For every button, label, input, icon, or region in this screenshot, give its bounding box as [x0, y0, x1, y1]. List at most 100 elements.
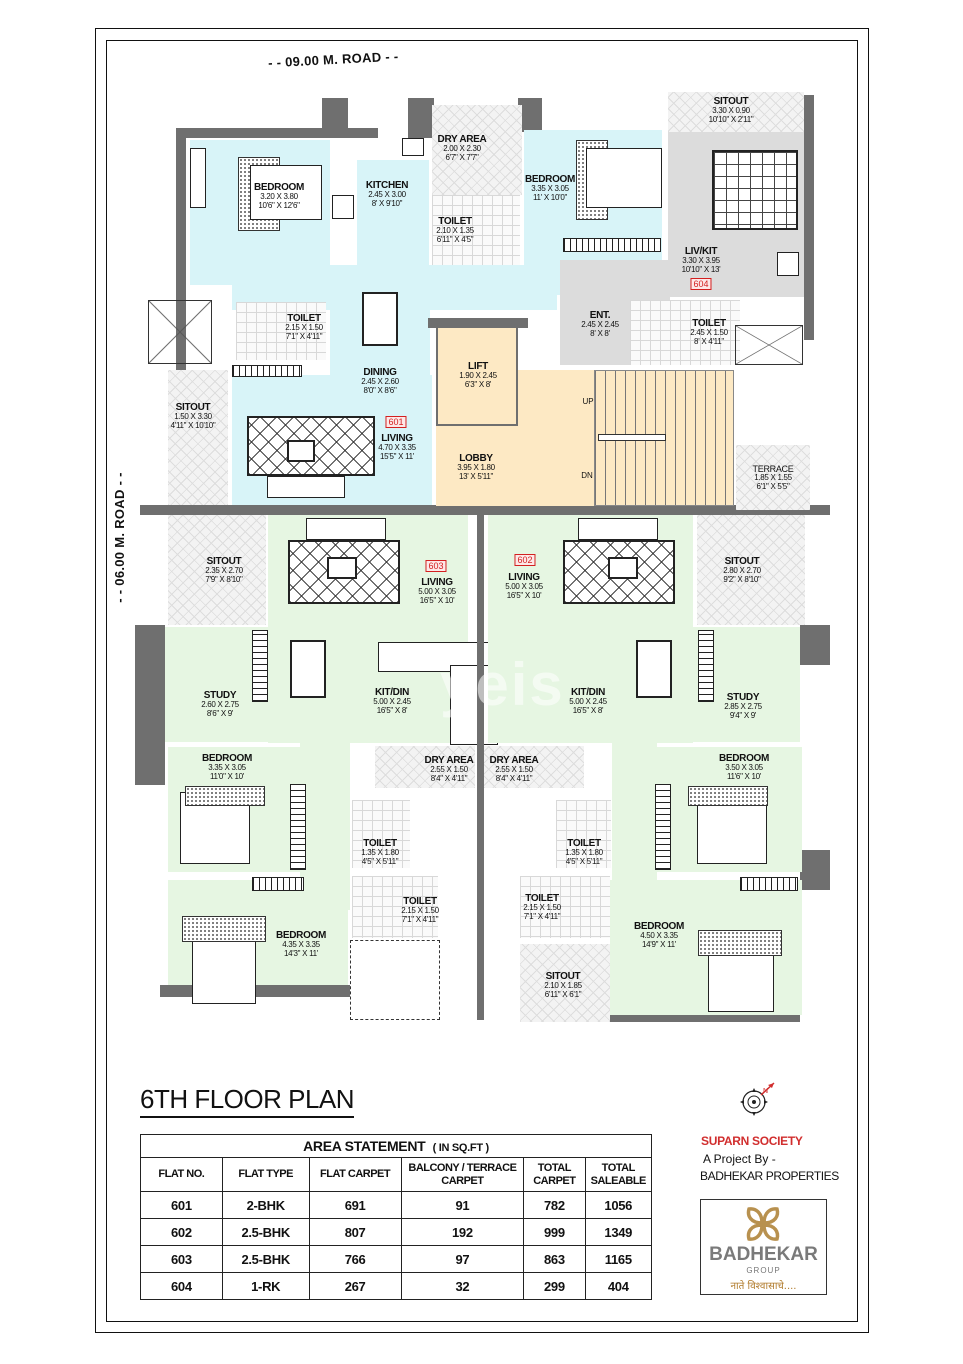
flat-tag-603: 603	[425, 560, 447, 572]
dining-table	[362, 292, 398, 346]
wall	[804, 95, 814, 340]
wall	[518, 98, 542, 132]
bed-headboard	[182, 916, 266, 942]
svg-text:N: N	[763, 1088, 768, 1095]
flat-602-toilet-2	[520, 876, 610, 938]
flat-603-sitout	[168, 515, 266, 625]
living-rug	[563, 540, 675, 604]
dining-table	[636, 640, 672, 698]
col-flat-no: FLAT NO.	[140, 1157, 223, 1192]
wall	[428, 318, 528, 328]
bed-headboard	[688, 786, 768, 806]
dining-table	[290, 640, 326, 698]
living-rug	[712, 150, 798, 230]
wardrobe	[232, 365, 302, 377]
wardrobe	[698, 630, 714, 702]
bed	[250, 165, 322, 220]
flat-602-toilet-1	[556, 800, 611, 868]
lobby-upper	[518, 370, 594, 430]
col-flat-carpet: FLAT CARPET	[308, 1157, 402, 1192]
duct-cross	[735, 325, 803, 365]
sofa	[306, 518, 386, 540]
flat-601-toilet-top	[432, 195, 520, 265]
bed	[192, 932, 256, 1004]
wardrobe	[190, 148, 206, 208]
wall	[178, 128, 378, 138]
outer-frame	[95, 28, 869, 1333]
flat-604-toilet	[630, 300, 740, 365]
wall	[408, 98, 434, 138]
wall	[135, 745, 165, 785]
logo-group-text: GROUP	[746, 1266, 781, 1275]
wardrobe	[290, 784, 306, 870]
bed-headboard	[698, 930, 782, 956]
bed-headboard	[185, 786, 265, 806]
wardrobe	[655, 784, 671, 870]
col-flat-type: FLAT TYPE	[221, 1157, 310, 1192]
flat-601-toilet-left	[236, 302, 326, 360]
area-statement-table: AREA STATEMENT ( IN SQ.FT ) FLAT NO. FLA…	[140, 1134, 653, 1300]
col-total-carpet: TOTAL CARPET	[523, 1157, 586, 1192]
developer-name: BADHEKAR PROPERTIES	[700, 1169, 839, 1183]
col-total-saleable: TOTAL SALEABLE	[584, 1157, 653, 1192]
wardrobe	[740, 877, 798, 891]
flat-602-dry-area	[484, 746, 584, 788]
flat-tag-601: 601	[385, 416, 407, 428]
coffee-table	[327, 557, 357, 579]
logo-wordmark: BADHEKAR	[709, 1244, 818, 1265]
flat-602-sitout	[697, 515, 805, 625]
flat-tag-604: 604	[690, 278, 712, 290]
wall	[800, 625, 830, 665]
flat-602-sitout-2	[520, 944, 610, 1022]
coffee-table	[608, 557, 638, 579]
wardrobe	[252, 630, 268, 702]
wall	[135, 625, 165, 745]
stove	[332, 195, 354, 219]
flat-603-dry-area	[375, 746, 475, 788]
stairs-down-label: DN	[581, 471, 593, 480]
project-by-text: A Project By -	[703, 1152, 776, 1166]
bed	[586, 148, 662, 208]
flat-603-corridor	[300, 740, 350, 910]
lift-shaft-cross	[148, 300, 212, 364]
col-balcony-terrace: BALCONY / TERRACE CARPET	[400, 1157, 525, 1192]
sofa	[267, 476, 345, 498]
flat-tag-602: 602	[514, 554, 536, 566]
watermark: yeis	[440, 651, 565, 718]
stove	[777, 252, 799, 276]
badhekar-logo: BADHEKAR GROUP नाते विश्वासाचे....	[700, 1199, 827, 1295]
sofa	[578, 518, 658, 540]
flat-604-sitout	[668, 92, 804, 132]
terrace	[736, 445, 810, 510]
lobby	[436, 426, 594, 506]
flat-603-toilet-2	[352, 876, 438, 938]
inner-frame	[106, 40, 858, 1322]
stair-landing-divider	[598, 434, 666, 441]
flat-603-study	[165, 627, 268, 742]
stairs-up-label: UP	[582, 397, 594, 406]
flat-601-kitchen	[357, 160, 429, 265]
